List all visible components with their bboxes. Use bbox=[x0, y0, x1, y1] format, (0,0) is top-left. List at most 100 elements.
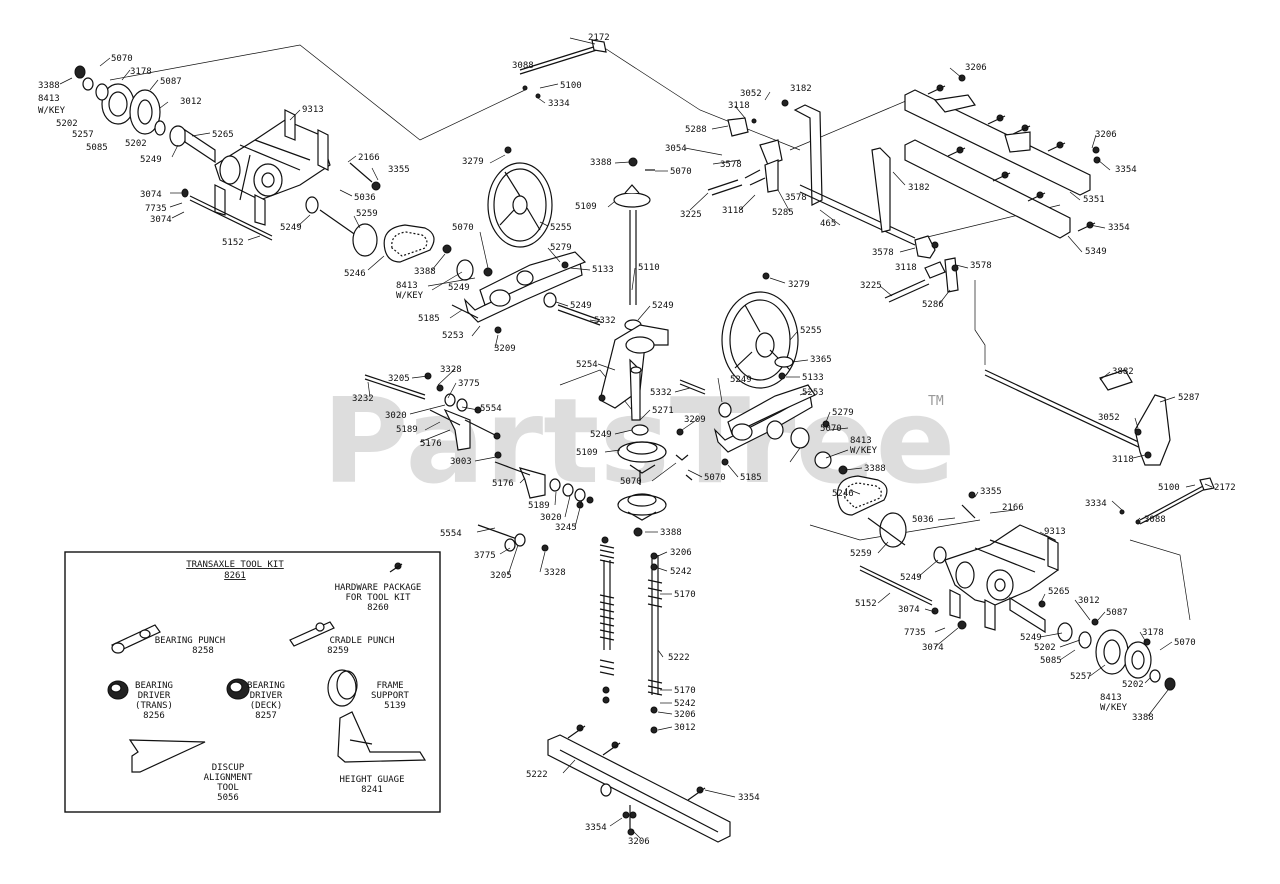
bearing-driver-deck-icon bbox=[226, 678, 250, 700]
right-housing-5253 bbox=[676, 372, 848, 475]
part-label: 5087 bbox=[160, 77, 182, 87]
part-label: 3578 bbox=[970, 261, 992, 271]
part-label: 5185 bbox=[418, 314, 440, 324]
part-label: 5285 bbox=[772, 208, 794, 218]
part-label: 3354 bbox=[738, 793, 760, 803]
part-label: 3578 bbox=[785, 193, 807, 203]
part-label: 5070 bbox=[1174, 638, 1196, 648]
tool-kit-number: 8261 bbox=[224, 571, 246, 581]
part-label: 3074 bbox=[150, 215, 172, 225]
part-label: 5332 bbox=[594, 316, 616, 326]
part-label: 9313 bbox=[1044, 527, 1066, 537]
discup-alignment-tool-icon bbox=[128, 739, 206, 773]
part-label: 5242 bbox=[670, 567, 692, 577]
part-label: 3012 bbox=[180, 97, 202, 107]
tool-number: 8257 bbox=[255, 711, 277, 721]
part-label: 5222 bbox=[526, 770, 548, 780]
part-label: 3182 bbox=[790, 84, 812, 94]
part-label: 5259 bbox=[356, 209, 378, 219]
part-label: 3365 bbox=[810, 355, 832, 365]
part-label: 5242 bbox=[674, 699, 696, 709]
part-label: 5249 bbox=[590, 430, 612, 440]
part-label: 3020 bbox=[385, 411, 407, 421]
center-upper-assembly bbox=[613, 157, 655, 331]
part-label: 3578 bbox=[720, 160, 742, 170]
part-label: 3178 bbox=[130, 67, 152, 77]
part-label: 3003 bbox=[450, 457, 472, 467]
part-label: 5255 bbox=[800, 326, 822, 336]
tool-name-line3: (TRANS) bbox=[135, 701, 173, 711]
part-label: W/KEY bbox=[396, 291, 424, 301]
part-label: 5070 bbox=[820, 424, 842, 434]
part-label: 3232 bbox=[352, 394, 374, 404]
part-label: 5249 bbox=[140, 155, 162, 165]
part-label: 2166 bbox=[1002, 503, 1024, 513]
tool-number: 8260 bbox=[367, 603, 389, 613]
part-label: 5185 bbox=[740, 473, 762, 483]
tool-number: 8259 bbox=[327, 646, 349, 656]
part-label: 3388 bbox=[590, 158, 612, 168]
part-label: 3074 bbox=[898, 605, 920, 615]
part-label: 5259 bbox=[850, 549, 872, 559]
part-label: 3020 bbox=[540, 513, 562, 523]
assembly-outline-right bbox=[789, 94, 921, 151]
right-pulley-5255 bbox=[721, 272, 799, 389]
part-label: 3052 bbox=[740, 89, 762, 99]
tool-name: DISCUP bbox=[212, 763, 245, 773]
part-label: 8413 bbox=[1100, 693, 1122, 703]
assembly-outline-lower-right-2 bbox=[1129, 539, 1191, 621]
part-label: 3206 bbox=[628, 837, 650, 847]
part-label: 5036 bbox=[912, 515, 934, 525]
part-label: 3334 bbox=[1085, 499, 1107, 509]
part-label: 5100 bbox=[560, 81, 582, 91]
part-label: 5036 bbox=[354, 193, 376, 203]
part-label: 5202 bbox=[56, 119, 78, 129]
part-label: 7735 bbox=[904, 628, 926, 638]
part-label: 5085 bbox=[86, 143, 108, 153]
rod-link-outline bbox=[974, 280, 986, 365]
part-label: 8413 bbox=[396, 281, 418, 291]
part-label: 3206 bbox=[674, 710, 696, 720]
tool-name-line2: FOR TOOL KIT bbox=[345, 593, 411, 603]
part-label: 5070 bbox=[111, 54, 133, 64]
part-label: 5189 bbox=[396, 425, 418, 435]
watermark-tm: TM bbox=[928, 394, 944, 409]
part-label: 3088 bbox=[1144, 515, 1166, 525]
part-label: W/KEY bbox=[38, 106, 66, 116]
part-label: 3205 bbox=[388, 374, 410, 384]
part-label: 3354 bbox=[1108, 223, 1130, 233]
part-label: 8413 bbox=[850, 436, 872, 446]
tool-number: 5056 bbox=[217, 793, 239, 803]
part-label: 5249 bbox=[280, 223, 302, 233]
center-housing-5254 bbox=[598, 324, 706, 421]
cradle-punch-icon bbox=[289, 621, 335, 647]
part-label: 5253 bbox=[802, 388, 824, 398]
bearing-punch-icon bbox=[111, 624, 161, 654]
part-labels: 5070 3388 3178 5087 8413 W/KEY 3012 5202… bbox=[38, 33, 1236, 847]
part-label: 5133 bbox=[802, 373, 824, 383]
tool-name-line2: DRIVER bbox=[250, 691, 283, 701]
tool-name: HEIGHT GUAGE bbox=[339, 775, 404, 785]
part-label: 3355 bbox=[388, 165, 410, 175]
part-label: 3388 bbox=[414, 267, 436, 277]
tool-name: BEARING PUNCH bbox=[155, 636, 225, 646]
part-label: 3052 bbox=[1098, 413, 1120, 423]
part-label: 3206 bbox=[1095, 130, 1117, 140]
part-label: 5286 bbox=[922, 300, 944, 310]
part-label: 3355 bbox=[980, 487, 1002, 497]
top-pulley-5255 bbox=[487, 146, 553, 248]
part-label: 5202 bbox=[1122, 680, 1144, 690]
part-label: 5152 bbox=[855, 599, 877, 609]
part-label: 3118 bbox=[728, 101, 750, 111]
part-label: 3279 bbox=[788, 280, 810, 290]
center-outline bbox=[559, 369, 641, 421]
part-label: 5070 bbox=[452, 223, 474, 233]
part-label: 5202 bbox=[1034, 643, 1056, 653]
part-label: 3178 bbox=[1142, 628, 1164, 638]
part-label: 5279 bbox=[550, 243, 572, 253]
part-label: 5257 bbox=[1070, 672, 1092, 682]
part-label: 3074 bbox=[922, 643, 944, 653]
frame-support-icon bbox=[327, 669, 358, 707]
part-label: 5176 bbox=[492, 479, 514, 489]
transaxle-tool-kit-box: TRANSAXLE TOOL KIT 8261 HARDWARE PACKAGE… bbox=[64, 551, 441, 813]
